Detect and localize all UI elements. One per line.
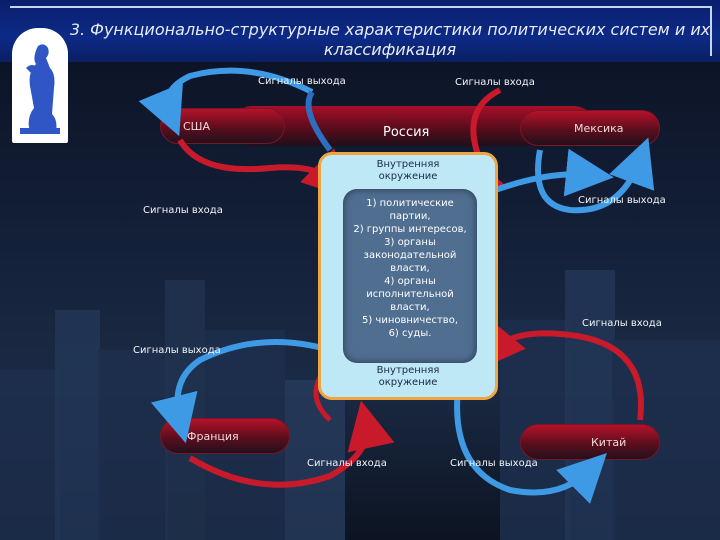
signal-label: Сигналы выхода [258,76,346,87]
country-china-label: Китай [591,436,627,449]
arrow-russia-top-left [305,90,333,152]
environment-bottom: Внутренняя окружение [376,365,440,388]
city-building [285,380,345,540]
arrow-russia-to-usa [138,67,314,137]
arrow-usa-to-center [177,138,351,199]
signal-label: Сигналы входа [143,205,223,216]
signal-label: Сигналы выхода [133,345,221,356]
title-bar [0,0,720,62]
title-frame [10,6,712,56]
city-building [0,370,60,540]
arrow-center-to-france [150,339,331,444]
arrow-france-to-center [188,400,395,488]
city-building [98,350,168,540]
political-system-box: Внутренняя окружение 1) политические пар… [318,152,498,400]
city-building [55,310,100,540]
country-russia-label: Россия [383,125,430,140]
structures-box: 1) политические партии, 2) группы интере… [343,189,477,363]
country-usa-label: США [183,120,210,133]
signal-label: Сигналы выхода [450,458,538,469]
university-logo [12,28,68,143]
country-china: Китай [520,424,660,460]
country-mexico-label: Мексика [574,122,624,135]
country-france-label: Франция [187,430,239,443]
arrow-center-to-china [454,387,607,504]
environment-top: Внутренняя окружение [376,159,440,182]
signal-label: Сигналы входа [455,77,535,88]
arrow-china-to-center [476,318,644,421]
signal-label: Сигналы входа [582,318,662,329]
signal-label: Сигналы выхода [578,195,666,206]
signal-label: Сигналы входа [307,458,387,469]
page-title: 3. Функционально-структурные характерист… [69,20,711,59]
structures-list: 1) политические партии, 2) группы интере… [353,198,467,339]
